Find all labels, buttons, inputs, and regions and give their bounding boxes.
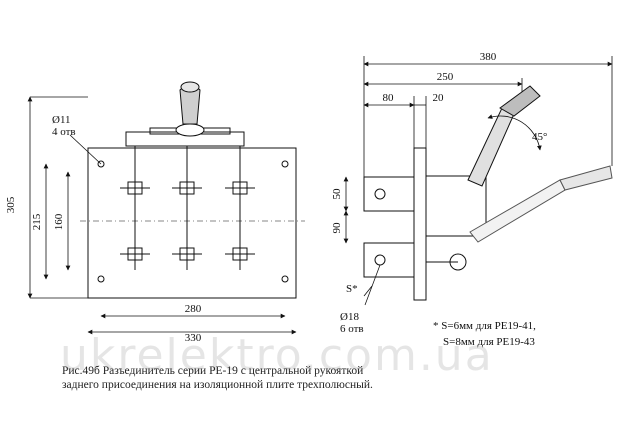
dim-160: 160	[53, 213, 65, 230]
side-handle-on	[467, 85, 541, 187]
front-dimensions	[27, 96, 297, 335]
hole-d18-label: Ø18	[340, 311, 359, 323]
dim-angle-45: 45°	[532, 131, 547, 143]
dim-250: 250	[437, 71, 454, 83]
pole-2	[172, 146, 202, 270]
caption-line-1: Рис.49б Разъединитель серии РЕ-19 с цент…	[62, 365, 364, 377]
lower-terminal	[363, 242, 415, 278]
dim-305: 305	[5, 196, 17, 213]
pole-1	[120, 146, 150, 270]
note-line-1: * S=6мм для РЕ19-41,	[433, 320, 536, 332]
side-view	[363, 85, 613, 301]
side-handle-off	[469, 165, 613, 243]
dim-380: 380	[480, 51, 497, 63]
dim-215: 215	[31, 213, 43, 230]
pole-3	[225, 146, 255, 270]
hole-d11-count: 4 отв	[52, 126, 76, 138]
caption-line-2: заднего присоединения на изоляционной пл…	[62, 379, 373, 391]
side-plate	[413, 147, 427, 301]
handle	[175, 81, 205, 137]
front-view	[80, 81, 305, 299]
thickness-note: * S=6мм для РЕ19-41, S=8мм для РЕ19-43	[433, 318, 536, 350]
dim-90: 90	[331, 222, 343, 234]
insulating-plate	[87, 147, 297, 299]
s-label: S*	[346, 283, 358, 295]
mechanism	[425, 175, 487, 271]
mounting-holes	[97, 160, 289, 283]
figure-caption: Рис.49б Разъединитель серии РЕ-19 с цент…	[62, 364, 502, 392]
upper-terminal	[363, 176, 415, 212]
hole-d18-count: 6 отв	[340, 323, 364, 335]
note-line-2: S=8мм для РЕ19-43	[443, 336, 535, 348]
dim-280: 280	[185, 303, 202, 315]
dim-330: 330	[185, 332, 202, 344]
dim-20: 20	[433, 92, 445, 104]
dim-80: 80	[383, 92, 395, 104]
side-dimensions	[343, 56, 613, 306]
dim-50: 50	[331, 188, 343, 200]
hole-d11-label: Ø11	[52, 114, 71, 126]
